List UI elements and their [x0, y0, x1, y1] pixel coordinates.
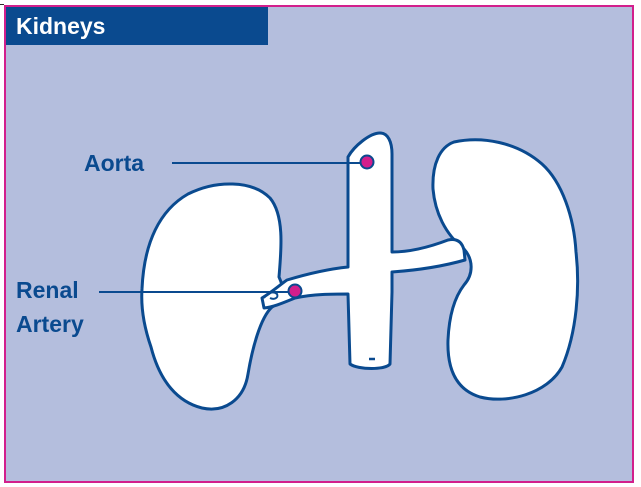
right-kidney — [433, 140, 578, 399]
aorta-label: Aorta — [84, 150, 144, 177]
diagram-frame: Kidneys Aorta Renal Artery — [4, 5, 634, 483]
renal-artery-marker — [289, 285, 302, 298]
kidney-diagram — [6, 7, 632, 481]
aorta-marker — [361, 156, 374, 169]
renal-label-line1: Renal — [16, 277, 79, 304]
renal-label-line2: Artery — [16, 311, 84, 338]
